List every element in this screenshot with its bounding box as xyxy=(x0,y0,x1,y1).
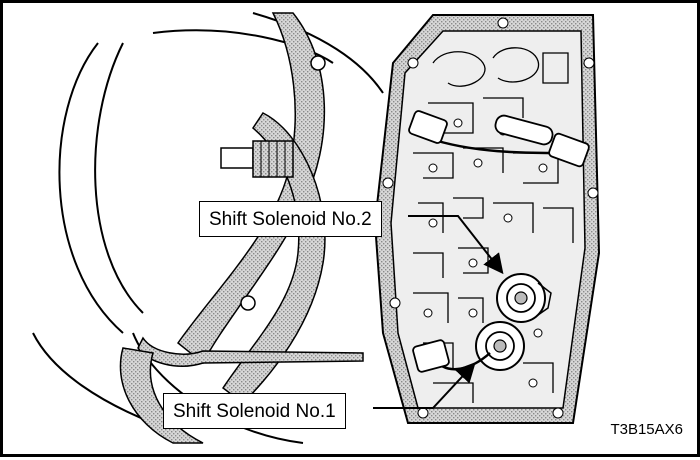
shift-solenoid-2 xyxy=(496,273,552,323)
callout-shift-solenoid-2: Shift Solenoid No.2 xyxy=(199,201,382,237)
leader-arrow-1 xyxy=(373,362,476,409)
shift-solenoid-1 xyxy=(475,321,525,371)
lower-connector xyxy=(412,339,491,373)
upper-wiring-harness xyxy=(408,110,590,168)
callout-shift-solenoid-1: Shift Solenoid No.1 xyxy=(163,393,346,429)
input-shaft xyxy=(220,140,294,178)
transaxle-valve-body-illustration xyxy=(32,12,601,444)
leader-arrow-2 xyxy=(408,215,504,275)
lower-bracket xyxy=(119,336,364,444)
leader-arrows xyxy=(373,215,504,409)
figure-code: T3B15AX6 xyxy=(610,421,683,438)
